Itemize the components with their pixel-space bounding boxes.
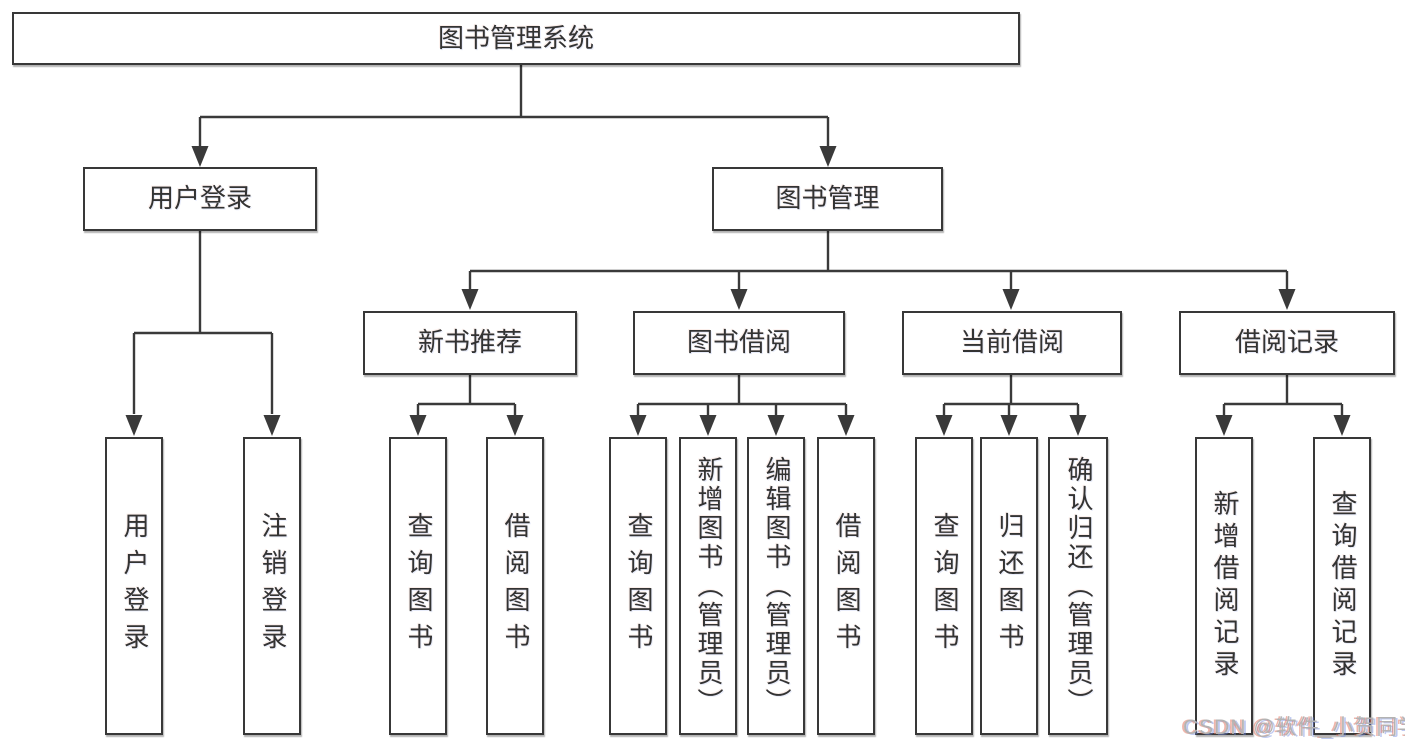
node-borrowing-records-label: 借阅记录 xyxy=(1234,327,1339,358)
leaf-query-borrow-record-label: 查询借阅记录 xyxy=(1327,490,1358,682)
node-book-management-label: 图书管理 xyxy=(775,183,880,214)
leaf-query-book-recommend-label: 查询图书 xyxy=(403,512,434,660)
leaf-borrow-book-recommend-label: 借阅图书 xyxy=(500,512,531,660)
node-user-login-label: 用户登录 xyxy=(147,183,252,214)
node-borrowing-records: 借阅记录 xyxy=(1179,311,1395,375)
connector-book-management-group xyxy=(468,231,1289,289)
leaf-add-book-admin-label: 新增图书（管理员） xyxy=(693,455,724,717)
node-new-book-recommendation: 新书推荐 xyxy=(363,311,577,375)
leaf-user-login: 用户登录 xyxy=(105,437,163,735)
leaf-user-login-label: 用户登录 xyxy=(119,512,150,660)
node-book-borrowing-label: 图书借阅 xyxy=(686,327,791,358)
leaf-add-borrow-record: 新增借阅记录 xyxy=(1195,437,1253,735)
leaf-query-book-current: 查询图书 xyxy=(915,437,973,735)
node-new-book-recommendation-label: 新书推荐 xyxy=(417,327,522,358)
node-current-borrowing-label: 当前借阅 xyxy=(959,327,1064,358)
leaf-borrow-book-borrowing-label: 借阅图书 xyxy=(831,512,862,660)
connector-records-group xyxy=(1222,375,1344,415)
leaf-query-book-borrowing-label: 查询图书 xyxy=(623,512,654,660)
node-current-borrowing: 当前借阅 xyxy=(902,311,1122,375)
leaf-borrow-book-borrowing: 借阅图书 xyxy=(817,437,875,735)
leaf-query-borrow-record: 查询借阅记录 xyxy=(1313,437,1371,735)
connector-recommend-group xyxy=(416,375,517,415)
arrowheads xyxy=(125,146,1351,436)
leaf-edit-book-admin-label: 编辑图书（管理员） xyxy=(761,455,792,717)
connector-borrowing-group xyxy=(636,375,848,415)
leaf-return-book-label: 归还图书 xyxy=(994,512,1025,660)
leaf-confirm-return-admin-label: 确认归还（管理员） xyxy=(1063,455,1094,717)
leaf-add-book-admin: 新增图书（管理员） xyxy=(679,437,737,735)
leaf-return-book: 归还图书 xyxy=(980,437,1038,735)
leaf-query-book-current-label: 查询图书 xyxy=(929,512,960,660)
node-library-management-system: 图书管理系统 xyxy=(12,12,1020,65)
leaf-logout-login-label: 注销登录 xyxy=(257,512,288,660)
node-user-login: 用户登录 xyxy=(83,167,317,231)
leaf-query-book-recommend: 查询图书 xyxy=(389,437,447,735)
connector-user-login-group xyxy=(132,231,274,414)
node-book-borrowing: 图书借阅 xyxy=(633,311,845,375)
connector-root-drop xyxy=(198,64,830,147)
leaf-borrow-book-recommend: 借阅图书 xyxy=(486,437,544,735)
leaf-logout-login: 注销登录 xyxy=(243,437,301,735)
leaf-query-book-borrowing: 查询图书 xyxy=(609,437,667,735)
leaf-add-borrow-record-label: 新增借阅记录 xyxy=(1209,490,1240,682)
leaf-confirm-return-admin: 确认归还（管理员） xyxy=(1048,437,1108,735)
node-library-management-system-label: 图书管理系统 xyxy=(437,22,594,53)
watermark-text: CSDN @软件_小贺同学 xyxy=(1183,716,1405,739)
node-book-management: 图书管理 xyxy=(712,167,943,231)
connector-current-group xyxy=(942,375,1080,415)
leaf-edit-book-admin: 编辑图书（管理员） xyxy=(747,437,805,735)
